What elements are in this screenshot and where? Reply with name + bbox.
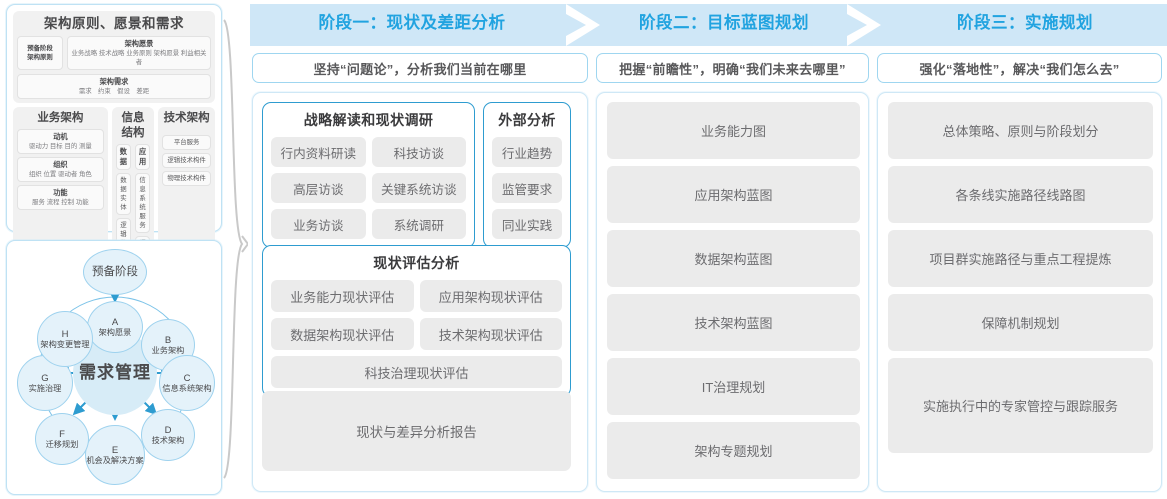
chip-internal-materials[interactable]: 行内资料研读 [271, 137, 366, 167]
prep-phase-cell: 预备阶段 架构原则 [17, 36, 63, 70]
adm-node-c[interactable]: C 信息系统架构 [159, 355, 215, 411]
chip-peer-practice[interactable]: 同业实践 [492, 209, 562, 239]
chip-technology-architecture-assessment[interactable]: 技术架构现状评估 [419, 318, 562, 350]
adm-node-d[interactable]: D 技术架构 [141, 409, 195, 461]
architecture-principles-group: 架构原则、愿景和需求 预备阶段 架构原则 架构愿景 业务战略 技术战略 业务原则… [13, 11, 215, 103]
data-header-cell: 数据 [115, 144, 131, 170]
current-state-assessment-card: 现状评估分析 业务能力现状评估 应用架构现状评估 数据架构现状评估 技术架构现状… [262, 245, 571, 397]
chip-key-system-interview[interactable]: 关键系统访谈 [371, 173, 466, 203]
chip-data-architecture-assessment[interactable]: 数据架构现状评估 [271, 318, 414, 350]
phase-2-panel: 业务能力图 应用架构蓝图 数据架构蓝图 技术架构蓝图 IT治理规划 架构专题规划 [596, 92, 869, 492]
chevron-divider-2-icon [847, 4, 881, 46]
information-system-service-cell: 信息系统服务 [134, 173, 151, 233]
chip-technology-architecture-blueprint[interactable]: 技术架构蓝图 [607, 294, 860, 351]
phase-2-item-list: 业务能力图 应用架构蓝图 数据架构蓝图 技术架构蓝图 IT治理规划 架构专题规划 [607, 102, 860, 479]
phase-2-subtitle: 把握“前瞻性”，明确“我们未来去哪里” [596, 53, 869, 83]
phase-1-subtitle: 坚持“问题论”，分析我们当前在哪里 [252, 53, 588, 83]
phase-2-banner [598, 4, 879, 46]
external-chip-column: 行业趋势 监管要求 同业实践 [492, 137, 562, 239]
adm-node-f[interactable]: F 迁移规划 [35, 413, 89, 465]
architecture-domain-columns: 业务架构 动机 驱动力 目标 目的 测量 组织 组织 位置 驱动者 角色 功能 [13, 107, 215, 363]
adm-node-h[interactable]: H 架构变更管理 [37, 311, 93, 367]
strategy-research-card: 战略解读和现状调研 行内资料研读 科技访谈 高层访谈 关键系统访谈 业务访谈 系… [262, 102, 475, 248]
phase-2-banner-label: 阶段二：目标蓝图规划 [639, 14, 809, 32]
phase-3-banner [879, 4, 1167, 46]
physical-technology-component-cell: 物理技术构件 [162, 171, 211, 186]
adm-cycle-diagram: 预备阶段 需求管理 A 架构愿景 B 业务架构 C 信息系统架构 [6, 240, 222, 495]
chip-tech-governance-assessment[interactable]: 科技治理现状评估 [271, 356, 562, 388]
chip-regulatory-requirement[interactable]: 监管要求 [492, 173, 562, 203]
phase-3-subtitle: 强化“落地性”，解决“我们怎么去” [877, 53, 1162, 83]
chip-program-implementation-path[interactable]: 项目群实施路径与重点工程提炼 [888, 230, 1153, 287]
chip-tech-interview[interactable]: 科技访谈 [371, 137, 466, 167]
togaf-section-title: 架构原则、愿景和需求 [44, 16, 184, 31]
phase-1-banner [250, 4, 598, 46]
connector-brace [223, 19, 248, 479]
chip-business-interview[interactable]: 业务访谈 [271, 209, 366, 239]
platform-service-cell: 平台服务 [162, 135, 211, 150]
adm-node-e[interactable]: E 机会及解决方案 [85, 425, 145, 485]
chip-application-architecture-assessment[interactable]: 应用架构现状评估 [419, 280, 562, 312]
phase-3-banner-label: 阶段三：实施规划 [957, 14, 1093, 32]
motivation-cell: 动机 驱动力 目标 目的 测量 [17, 129, 104, 154]
togaf-content-framework: 架构原则、愿景和需求 预备阶段 架构原则 架构愿景 业务战略 技术战略 业务原则… [6, 4, 222, 410]
chip-overall-strategy-principles[interactable]: 总体策略、原则与阶段划分 [888, 102, 1153, 159]
adm-node-a[interactable]: A 架构愿景 [87, 301, 143, 353]
adm-node-prep[interactable]: 预备阶段 [83, 249, 147, 295]
assessment-chip-grid: 业务能力现状评估 应用架构现状评估 数据架构现状评估 技术架构现状评估 [271, 280, 562, 350]
chip-application-architecture-blueprint[interactable]: 应用架构蓝图 [607, 166, 860, 223]
data-entity-cell: 数据实体 [115, 173, 131, 215]
chevron-divider-1-icon [566, 4, 600, 46]
logical-technology-component-cell: 逻辑技术构件 [162, 153, 211, 168]
strategy-chip-grid: 行内资料研读 科技访谈 高层访谈 关键系统访谈 业务访谈 系统调研 [271, 137, 466, 239]
chip-line-implementation-roadmap[interactable]: 各条线实施路径线路图 [888, 166, 1153, 223]
phase-3-item-list: 总体策略、原则与阶段划分 各条线实施路径线路图 项目群实施路径与重点工程提炼 保… [888, 102, 1153, 453]
chip-it-governance-planning[interactable]: IT治理规划 [607, 358, 860, 415]
left-column: 架构原则、愿景和需求 预备阶段 架构原则 架构愿景 业务战略 技术战略 业务原则… [6, 4, 222, 495]
external-analysis-card: 外部分析 行业趋势 监管要求 同业实践 [483, 102, 571, 248]
chip-executive-interview[interactable]: 高层访谈 [271, 173, 366, 203]
phase-3-panel: 总体策略、原则与阶段划分 各条线实施路径线路图 项目群实施路径与重点工程提炼 保… [877, 92, 1162, 492]
chip-business-capability-map[interactable]: 业务能力图 [607, 102, 860, 159]
chip-data-architecture-blueprint[interactable]: 数据架构蓝图 [607, 230, 860, 287]
architecture-requirements-cell: 架构需求 需求 约束 假设 差距 [17, 74, 211, 99]
architecture-vision-cell: 架构愿景 业务战略 技术战略 业务原则 架构愿景 利益相关者 [67, 36, 211, 70]
chip-expert-control-tracking-service[interactable]: 实施执行中的专家管控与跟踪服务 [888, 358, 1153, 453]
phase-1-top-row: 战略解读和现状调研 行内资料研读 科技访谈 高层访谈 关键系统访谈 业务访谈 系… [262, 102, 571, 248]
application-header-cell: 应用 [134, 144, 151, 170]
chip-system-research[interactable]: 系统调研 [371, 209, 466, 239]
phase-1-banner-label: 阶段一：现状及差距分析 [318, 14, 506, 32]
phase-1-panel: 战略解读和现状调研 行内资料研读 科技访谈 高层访谈 关键系统访谈 业务访谈 系… [252, 92, 588, 492]
chip-business-capability-assessment[interactable]: 业务能力现状评估 [271, 280, 414, 312]
chip-assurance-mechanism-planning[interactable]: 保障机制规划 [888, 294, 1153, 351]
function-cell: 功能 服务 流程 控制 功能 [17, 185, 104, 210]
chip-industry-trend[interactable]: 行业趋势 [492, 137, 562, 167]
chip-architecture-topic-planning[interactable]: 架构专题规划 [607, 422, 860, 479]
gap-analysis-report-chip[interactable]: 现状与差异分析报告 [262, 391, 571, 471]
organization-cell: 组织 组织 位置 驱动者 角色 [17, 157, 104, 182]
